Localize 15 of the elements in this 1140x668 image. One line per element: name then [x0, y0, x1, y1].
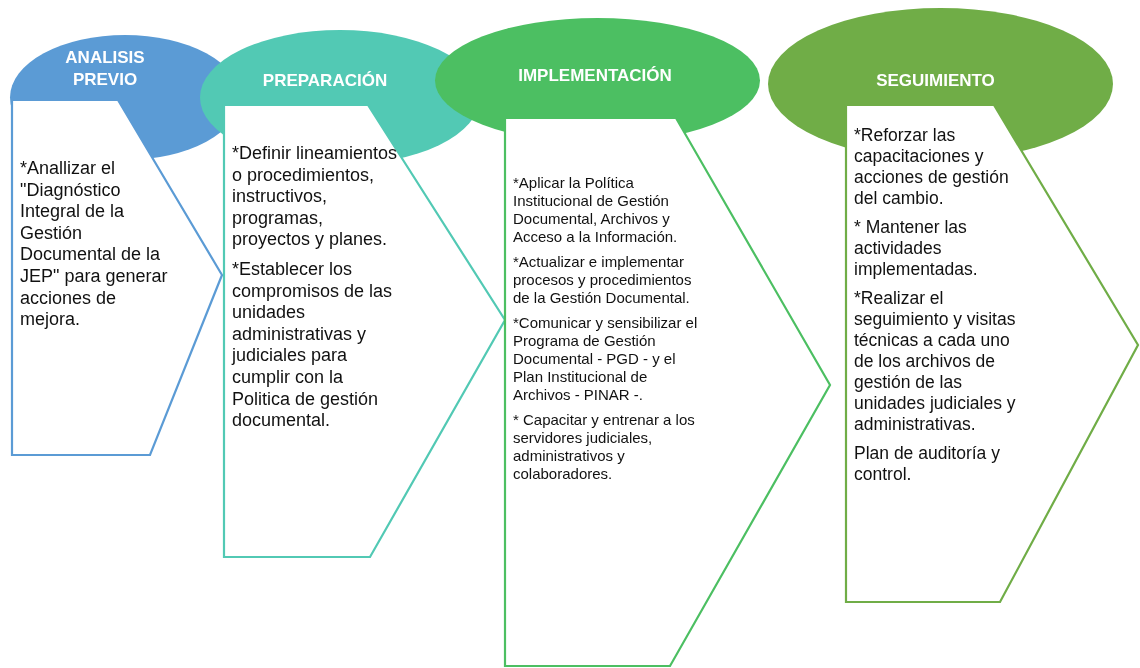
action-text: * Mantener las actividades implementadas. — [854, 217, 979, 280]
stage-title: ANALISIS PREVIO — [64, 47, 146, 92]
action-text: *Comunicar y sensibilizar el Programa de Gestión Documental - PGD - y el Plan Institucional de Archivos - PINAR -. — [513, 314, 698, 404]
action-text: *Actualizar e implementar procesos y procedimientos de la Gestión Documental. — [513, 253, 693, 307]
action-text: *Aplicar la Política Institucional de Gestión Documental, Archivos y Acceso a la Información. — [513, 174, 679, 246]
action-text: *Definir lineamientos o procedimientos, instructivos, programas, proyectos y planes. — [232, 143, 399, 251]
action-text: *Reforzar las capacitaciones y acciones de gestión del cambio. — [854, 125, 1010, 209]
stage-title: IMPLEMENTACIÓN — [517, 65, 673, 87]
action-text: Plan de auditoría y control. — [854, 443, 1001, 485]
action-text: * Capacitar y entrenar a los servidores judiciales, administrativos y colaboradores. — [513, 411, 696, 483]
stage-title: PREPARACIÓN — [261, 70, 389, 92]
action-text: *Realizar el seguimiento y visitas técnicas a cada uno de los archivos de gestión de las unidades judiciales y administrativas. — [854, 288, 1017, 435]
action-text: *Anallizar el "Diagnóstico Integral de la Gestión Documental de la JEP" para generar acciones de mejora. — [20, 158, 169, 331]
action-text: *Establecer los compromisos de las unidades administrativas y judiciales para cumplir con la Politica de gestión documental. — [232, 258, 394, 432]
stage-title: SEGUIMIENTO — [875, 70, 996, 92]
